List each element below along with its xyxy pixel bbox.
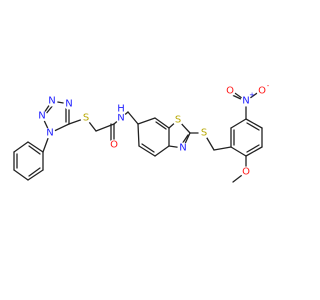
atom-label-s-thio: S <box>83 113 89 124</box>
bond <box>154 117 170 129</box>
atom-label-n-amide: N <box>117 113 124 124</box>
atom-label-n-nitro: N <box>242 96 249 107</box>
atom-label-o-amide: O <box>110 140 118 151</box>
atom-background <box>44 127 56 139</box>
bond <box>138 145 156 157</box>
atom-label-o-methoxy: O <box>242 167 250 178</box>
bond <box>27 141 44 153</box>
atom-background <box>46 95 58 107</box>
charge-minus-nitro: - <box>267 82 270 90</box>
bond <box>13 169 29 181</box>
atom-background <box>224 85 236 97</box>
bond <box>230 118 247 129</box>
bond <box>230 146 247 157</box>
atom-background <box>115 112 127 124</box>
atom-label-n-btz: N <box>179 143 186 154</box>
atom-background <box>177 142 189 154</box>
atom-label-o-nitro1: O <box>226 86 234 97</box>
atom-background <box>115 103 127 115</box>
bond <box>137 117 156 125</box>
bond <box>246 144 260 153</box>
bond <box>141 143 155 153</box>
atom-label-n-tz3: N <box>48 96 55 107</box>
atom-label-o-nitro2: O <box>258 86 266 97</box>
atom-background <box>80 112 92 124</box>
bond <box>27 169 44 181</box>
bond <box>154 145 170 157</box>
atom-label-n-tz2: N <box>38 111 45 122</box>
bond <box>13 141 29 153</box>
bond <box>245 146 263 157</box>
atom-background <box>240 95 252 107</box>
atom-label-s-btz: S <box>175 115 181 126</box>
bond <box>137 123 140 147</box>
atom-label-n-tz1: N <box>46 128 53 139</box>
charge-plus-nitro: + <box>249 91 255 99</box>
bond <box>28 145 41 155</box>
atom-background <box>63 98 75 110</box>
bond <box>213 146 232 151</box>
atom-label-s-link: S <box>201 128 207 139</box>
atom-background <box>172 114 184 126</box>
atom-label-h-amide: H <box>117 104 125 115</box>
atom-label-n-tz4: N <box>65 99 72 110</box>
atom-background <box>240 166 252 178</box>
atom-background <box>36 110 48 122</box>
atom-background <box>256 85 268 97</box>
bond <box>245 118 263 129</box>
bond <box>246 122 260 131</box>
bond <box>155 121 167 130</box>
bond <box>28 167 41 177</box>
atom-background <box>108 139 120 151</box>
atom-background <box>198 127 210 139</box>
bond <box>127 111 139 125</box>
